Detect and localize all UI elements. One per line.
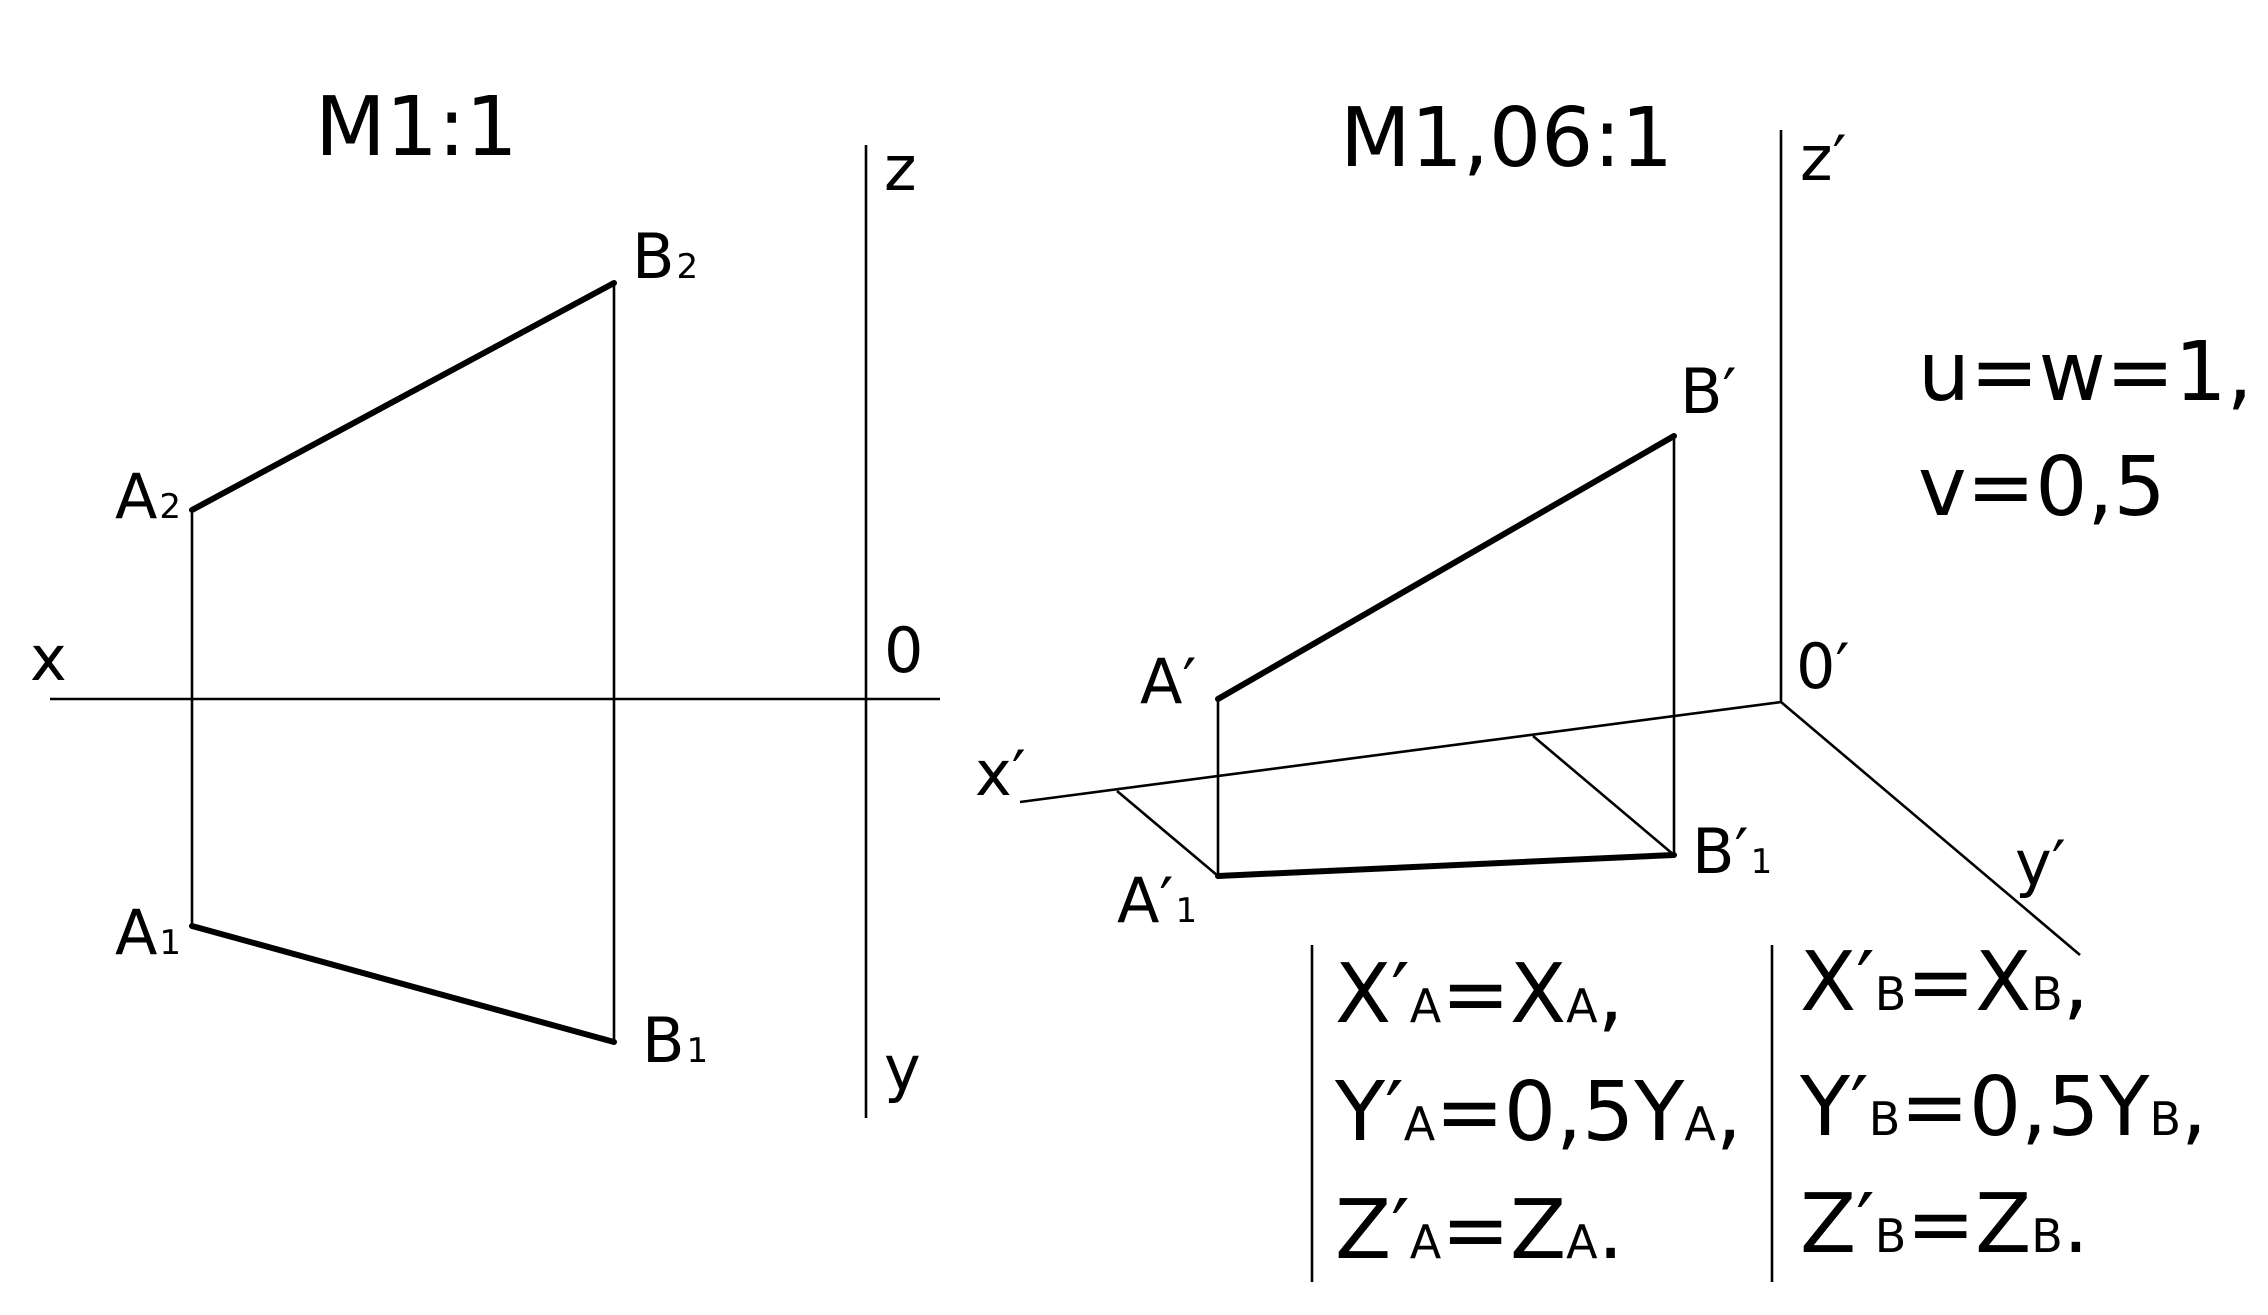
right-x-axis bbox=[1019, 700, 1782, 804]
construction-line-b bbox=[1532, 735, 1675, 856]
coefficient-uw: u=w=1, bbox=[1918, 325, 2253, 420]
segment-a-b bbox=[1215, 433, 1677, 702]
equation-a-z: Z′A=ZA. bbox=[1335, 1183, 1624, 1278]
equation-system-a: X′A=XA, Y′A=0,5YA, Z′A=ZA. bbox=[1310, 945, 1742, 1282]
equation-b-x: X′B=XB, bbox=[1800, 935, 2089, 1030]
left-axis-y-label: y bbox=[884, 1032, 921, 1105]
coefficient-v: v=0,5 bbox=[1918, 440, 2166, 535]
equation-a-y: Y′A=0,5YA, bbox=[1334, 1065, 1742, 1160]
left-scale-label: M1:1 bbox=[315, 80, 518, 175]
right-y-axis bbox=[1780, 701, 2081, 956]
label-b1: B1 bbox=[642, 1004, 708, 1077]
equation-b-z: Z′B=ZB. bbox=[1800, 1177, 2089, 1272]
right-scale-label: M1,06:1 bbox=[1340, 91, 1673, 186]
segment-a1-b1-secondary bbox=[1215, 852, 1677, 879]
segment-a2-b2 bbox=[189, 280, 617, 513]
segment-a1-b1 bbox=[189, 923, 617, 1045]
left-axis-x-label: x bbox=[30, 622, 67, 695]
label-a1: A1 bbox=[115, 896, 181, 969]
right-view: M1,06:1 z′ x′ y′ 0′ A′ B′ A′1 B′1 u=w=1,… bbox=[975, 91, 2253, 956]
construction-line-a bbox=[1116, 790, 1219, 877]
right-axis-z-label: z′ bbox=[1800, 122, 1847, 195]
label-a-prime-1: A′1 bbox=[1117, 864, 1197, 937]
label-a2: A2 bbox=[115, 460, 181, 533]
equation-b-y: Y′B=0,5YB, bbox=[1799, 1060, 2207, 1155]
label-a-prime: A′ bbox=[1140, 645, 1197, 718]
right-origin-label: 0′ bbox=[1796, 630, 1850, 703]
equation-a-x: X′A=XA, bbox=[1335, 947, 1624, 1042]
right-axis-x-label: x′ bbox=[975, 737, 1026, 810]
left-origin-label: 0 bbox=[884, 614, 923, 687]
label-b2: B2 bbox=[632, 220, 698, 293]
label-b-prime: B′ bbox=[1680, 355, 1737, 428]
equation-system-b: X′B=XB, Y′B=0,5YB, Z′B=ZB. bbox=[1770, 935, 2207, 1282]
label-b-prime-1: B′1 bbox=[1692, 815, 1772, 888]
right-axis-y-label: y′ bbox=[2015, 827, 2066, 900]
left-axis-z-label: z bbox=[884, 132, 917, 205]
left-view: M1:1 x z y 0 A2 B2 A1 B1 bbox=[30, 80, 940, 1118]
